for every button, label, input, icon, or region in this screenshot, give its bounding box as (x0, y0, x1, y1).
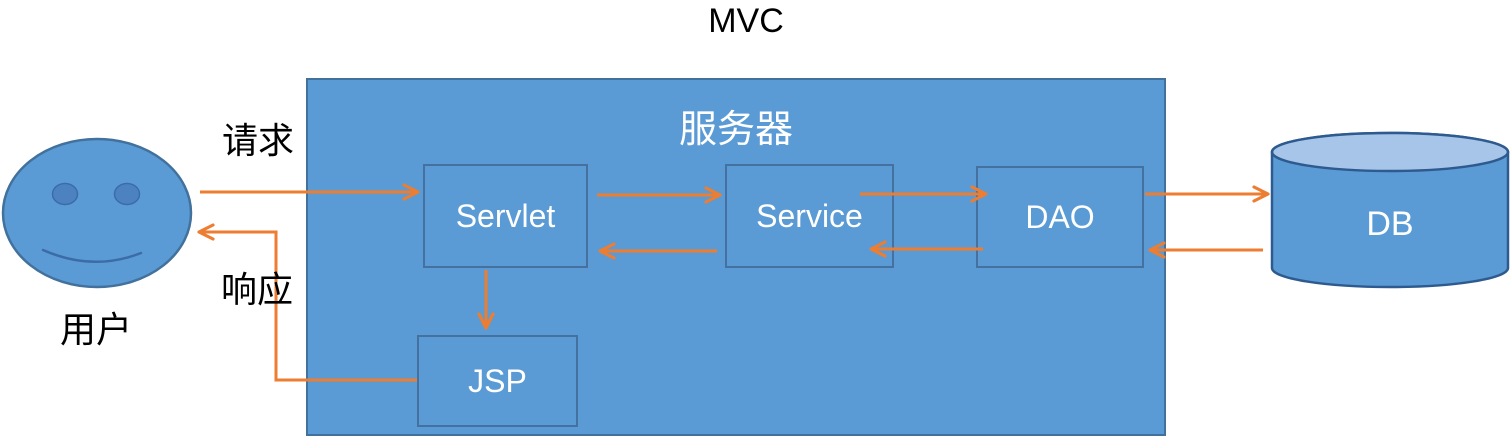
dao-label: DAO (1025, 198, 1095, 235)
user-face-left-eye-icon (51, 182, 79, 206)
server-container: 服务器 Servlet Service DAO JSP (306, 78, 1166, 436)
service-label: Service (756, 197, 863, 234)
request-label: 请求 (221, 120, 294, 161)
jsp-label: JSP (468, 362, 527, 399)
response-label: 响应 (220, 269, 293, 310)
user-face-smile (41, 248, 143, 264)
db-label: DB (1366, 205, 1414, 243)
user-face (1, 137, 193, 289)
service-box: Service (725, 164, 894, 268)
user-label: 用户 (59, 309, 132, 350)
database-cylinder-top (1270, 131, 1510, 173)
servlet-box: Servlet (423, 164, 588, 268)
server-label: 服务器 (678, 109, 793, 151)
servlet-label: Servlet (455, 197, 556, 234)
user-face-right-eye-icon (113, 182, 141, 206)
user-face-head (1, 137, 193, 289)
jsp-box: JSP (417, 335, 578, 427)
diagram-title: MVC (708, 2, 784, 40)
dao-box: DAO (976, 166, 1144, 268)
